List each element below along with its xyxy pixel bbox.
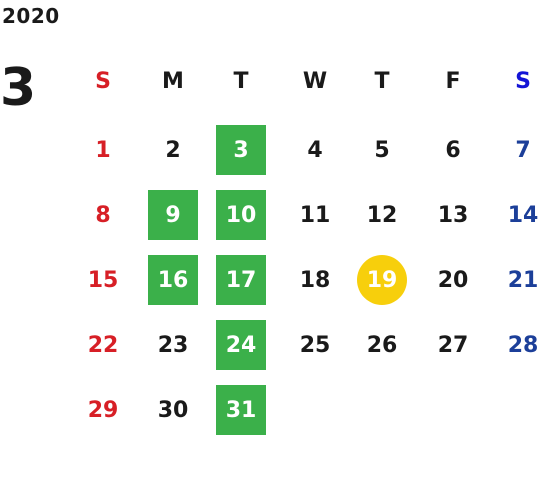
highlighted-day-cell[interactable]: 10 [216,190,266,240]
day-cell[interactable]: 21 [507,267,539,293]
day-cell[interactable]: 22 [87,332,119,358]
highlighted-day-cell[interactable]: 24 [216,320,266,370]
day-cell[interactable]: 30 [157,397,189,423]
day-cell[interactable]: 7 [515,137,531,163]
weekday-header-sat: S [515,68,531,94]
weekday-header-mon: M [162,68,184,94]
weekday-header-tue: T [233,68,249,94]
day-cell[interactable]: 27 [437,332,469,358]
day-cell[interactable]: 8 [95,202,111,228]
day-cell[interactable]: 11 [299,202,331,228]
day-cell[interactable]: 1 [95,137,111,163]
day-cell[interactable]: 29 [87,397,119,423]
day-cell[interactable]: 4 [307,137,323,163]
day-cell[interactable]: 15 [87,267,119,293]
highlighted-day-cell[interactable]: 31 [216,385,266,435]
month-number: 3 [0,58,37,118]
highlighted-day-cell[interactable]: 16 [148,255,198,305]
year-label: 2020 [2,4,60,28]
day-cell[interactable]: 6 [445,137,461,163]
day-cell[interactable]: 23 [157,332,189,358]
day-cell[interactable]: 18 [299,267,331,293]
day-cell[interactable]: 5 [374,137,390,163]
day-cell[interactable]: 26 [366,332,398,358]
day-cell[interactable]: 14 [507,202,539,228]
today-day-cell[interactable]: 19 [357,255,407,305]
highlighted-day-cell[interactable]: 9 [148,190,198,240]
weekday-header-wed: W [302,68,328,94]
day-cell[interactable]: 12 [366,202,398,228]
day-cell[interactable]: 25 [299,332,331,358]
weekday-header-sun: S [95,68,111,94]
highlighted-day-cell[interactable]: 17 [216,255,266,305]
day-cell[interactable]: 13 [437,202,469,228]
weekday-header-fri: F [445,68,461,94]
day-cell[interactable]: 28 [507,332,539,358]
highlighted-day-cell[interactable]: 3 [216,125,266,175]
day-cell[interactable]: 2 [165,137,181,163]
weekday-header-thu: T [374,68,390,94]
day-cell[interactable]: 20 [437,267,469,293]
